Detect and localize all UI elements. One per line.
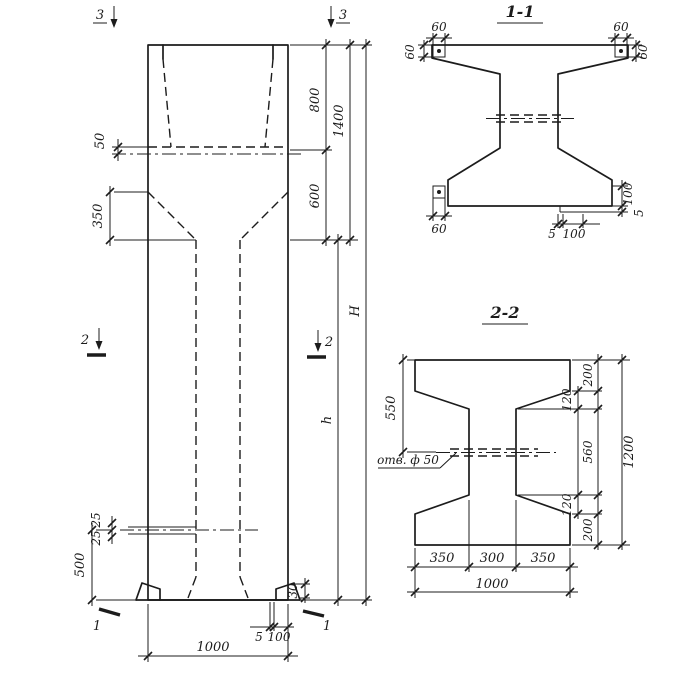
dim-label-200-top: 200: [581, 363, 595, 387]
dim-label-120-bottom: 120: [560, 493, 574, 516]
section-1-dimension-ticks: [419, 33, 641, 229]
dim-label-25-a: 25: [89, 512, 103, 528]
section-1-outline: [431, 44, 629, 207]
dim-label-h: h: [320, 416, 335, 424]
cut-marker-3-right: 3: [339, 8, 347, 23]
hole-leader-line: [378, 452, 457, 469]
section-2-dimension-labels: 550 200 120 560 120 200 1200 350 300 350…: [384, 363, 637, 592]
dim-label-350: 350: [91, 204, 106, 229]
dim-label-5: 5: [255, 630, 263, 644]
cut-arrow-2-right: [314, 343, 322, 352]
hole-label: отв. ф 50: [377, 453, 439, 467]
dim-label-1000-bottom: 1000: [475, 577, 508, 592]
section-2-2-view: 2-2 отв. ф 50: [377, 303, 637, 598]
section-1-title: 1-1: [506, 2, 535, 21]
dim-label-800: 800: [308, 88, 323, 113]
section-2-title: 2-2: [490, 303, 520, 322]
dim-label-550: 550: [384, 396, 399, 421]
cut-marker-2-left: 2: [80, 333, 89, 348]
dim-label-1000: 1000: [196, 640, 229, 655]
cut-marker-1-right: 1: [323, 619, 331, 634]
dim-label-350-left: 350: [430, 551, 455, 566]
dim-label-100-side: 100: [621, 182, 635, 205]
dim-label-60-tr-side: 60: [636, 44, 650, 60]
cut-arrow-3-left: [110, 19, 118, 28]
dim-label-60-tl-side: 60: [403, 44, 417, 60]
dim-label-5-side: 5: [632, 209, 646, 217]
cut-marker-2-right: 2: [324, 335, 333, 350]
section-1-anchor-plates: [432, 44, 628, 213]
elevation-dimension-labels: 50 350 800 1400 600 H h 25 25 500 30 5 1…: [73, 88, 363, 655]
elevation-view: 3 3 2 2 1 1 50 350 800 1400 6: [73, 6, 372, 662]
dim-label-600: 600: [308, 184, 323, 209]
section-2-dimension-ticks: [398, 355, 627, 597]
section-2-outline: [414, 359, 571, 546]
column-hidden-lines: [147, 58, 289, 599]
dim-label-60-tl-top: 60: [431, 20, 447, 34]
section-1-dimension-labels: 60 60 60 60 60 100 5 5 100: [403, 20, 650, 241]
cut-marker-1-left: 1: [93, 619, 101, 634]
dim-label-1400: 1400: [332, 104, 347, 137]
dim-label-5-bottom: 5: [548, 227, 556, 241]
section-1-hidden-lines: [486, 114, 574, 123]
column-outline: [135, 44, 301, 601]
cut-arrow-3-right: [327, 19, 335, 28]
dim-label-25-b: 25: [89, 530, 103, 546]
dim-label-300: 300: [480, 551, 505, 566]
dim-label-50: 50: [93, 133, 108, 150]
section-1-1-view: 1-1: [403, 2, 650, 241]
section-cut-markers: 3 3 2 2 1 1: [80, 6, 350, 634]
dim-label-100: 100: [268, 630, 291, 644]
dim-label-200-bottom: 200: [581, 518, 595, 542]
elevation-dimension-ticks: [87, 40, 371, 661]
column-centerlines: [112, 153, 302, 535]
dim-label-1200: 1200: [622, 435, 637, 468]
elevation-dimension-lines: [91, 39, 372, 662]
section-2-hole: отв. ф 50: [377, 448, 556, 469]
dim-label-120-top: 120: [560, 388, 574, 411]
cut-arrow-2-left: [95, 341, 103, 350]
dim-label-60-bl: 60: [431, 222, 447, 236]
dim-label-100-bottom: 100: [563, 227, 586, 241]
dim-label-350-right: 350: [531, 551, 556, 566]
dim-label-500: 500: [73, 553, 88, 578]
dim-label-30: 30: [286, 583, 300, 599]
dim-label-60-tr-top: 60: [613, 20, 629, 34]
dim-label-H: H: [348, 305, 363, 318]
dim-label-560: 560: [581, 440, 595, 463]
cut-marker-3-left: 3: [96, 8, 104, 23]
